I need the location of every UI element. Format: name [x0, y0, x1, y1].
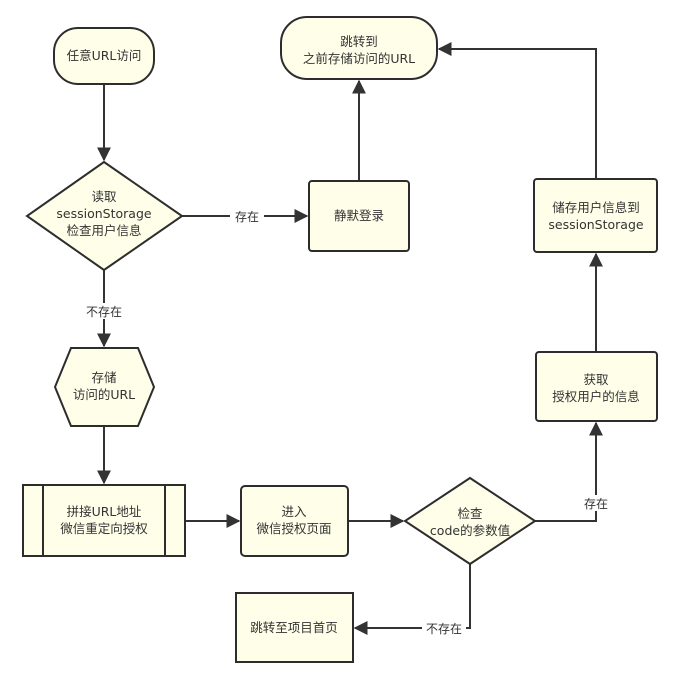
edge-check-code-to-go-home — [353, 564, 471, 635]
node-enter-auth[interactable]: 进入 微信授权页面 — [240, 485, 349, 557]
svg-text:静默登录: 静默登录 — [334, 208, 384, 223]
svg-text:访问的URL: 访问的URL — [73, 387, 135, 402]
svg-text:读取: 读取 — [91, 189, 117, 204]
svg-text:跳转到: 跳转到 — [340, 34, 378, 49]
edges — [97, 42, 603, 635]
node-check-code[interactable]: 检查 code的参数值 — [403, 476, 537, 566]
svg-text:code的参数值: code的参数值 — [430, 523, 510, 538]
svg-text:储存用户信息到: 储存用户信息到 — [552, 200, 640, 215]
node-get-user[interactable]: 获取 授权用户的信息 — [535, 351, 658, 422]
svg-text:存在: 存在 — [235, 210, 259, 224]
edge-label-exists-2: 存在 — [579, 495, 613, 511]
svg-text:进入: 进入 — [281, 504, 307, 519]
svg-text:存储: 存储 — [91, 370, 116, 385]
node-go-home[interactable]: 跳转至项目首页 — [235, 592, 354, 663]
edge-label-exists-1: 存在 — [230, 208, 264, 224]
node-build-url[interactable]: 拼接URL地址 微信重定向授权 — [22, 484, 186, 557]
svg-text:检查用户信息: 检查用户信息 — [66, 223, 141, 238]
svg-text:微信授权页面: 微信授权页面 — [256, 521, 331, 536]
node-silent-login[interactable]: 静默登录 — [308, 180, 410, 252]
svg-text:sessionStorage: sessionStorage — [548, 217, 643, 232]
svg-text:存在: 存在 — [584, 497, 608, 511]
svg-text:之前存储访问的URL: 之前存储访问的URL — [303, 51, 415, 66]
edge-label-not-exists-1: 不存在 — [82, 303, 126, 319]
edge-labels: 存在 不存在 存在 不存在 — [82, 208, 613, 636]
node-check-session[interactable]: 读取 sessionStorage 检查用户信息 — [25, 160, 184, 272]
edge-label-not-exists-2: 不存在 — [422, 620, 466, 636]
node-store-user[interactable]: 储存用户信息到 sessionStorage — [533, 178, 658, 253]
svg-text:不存在: 不存在 — [86, 305, 122, 319]
edge-store-user-to-redirect — [437, 42, 597, 179]
node-start[interactable]: 任意URL访问 — [53, 27, 155, 85]
edge-check-code-to-get-user — [535, 421, 603, 522]
svg-text:跳转至项目首页: 跳转至项目首页 — [250, 620, 338, 635]
svg-text:微信重定向授权: 微信重定向授权 — [60, 521, 148, 536]
node-save-url[interactable]: 存储 访问的URL — [53, 347, 156, 427]
svg-text:任意URL访问: 任意URL访问 — [67, 48, 142, 63]
svg-text:授权用户的信息: 授权用户的信息 — [552, 389, 640, 404]
svg-text:获取: 获取 — [583, 372, 609, 387]
svg-text:sessionStorage: sessionStorage — [56, 206, 151, 221]
node-redirect-saved[interactable]: 跳转到 之前存储访问的URL — [280, 16, 438, 80]
svg-text:拼接URL地址: 拼接URL地址 — [67, 504, 142, 519]
svg-text:检查: 检查 — [457, 506, 483, 521]
svg-text:不存在: 不存在 — [426, 622, 462, 636]
